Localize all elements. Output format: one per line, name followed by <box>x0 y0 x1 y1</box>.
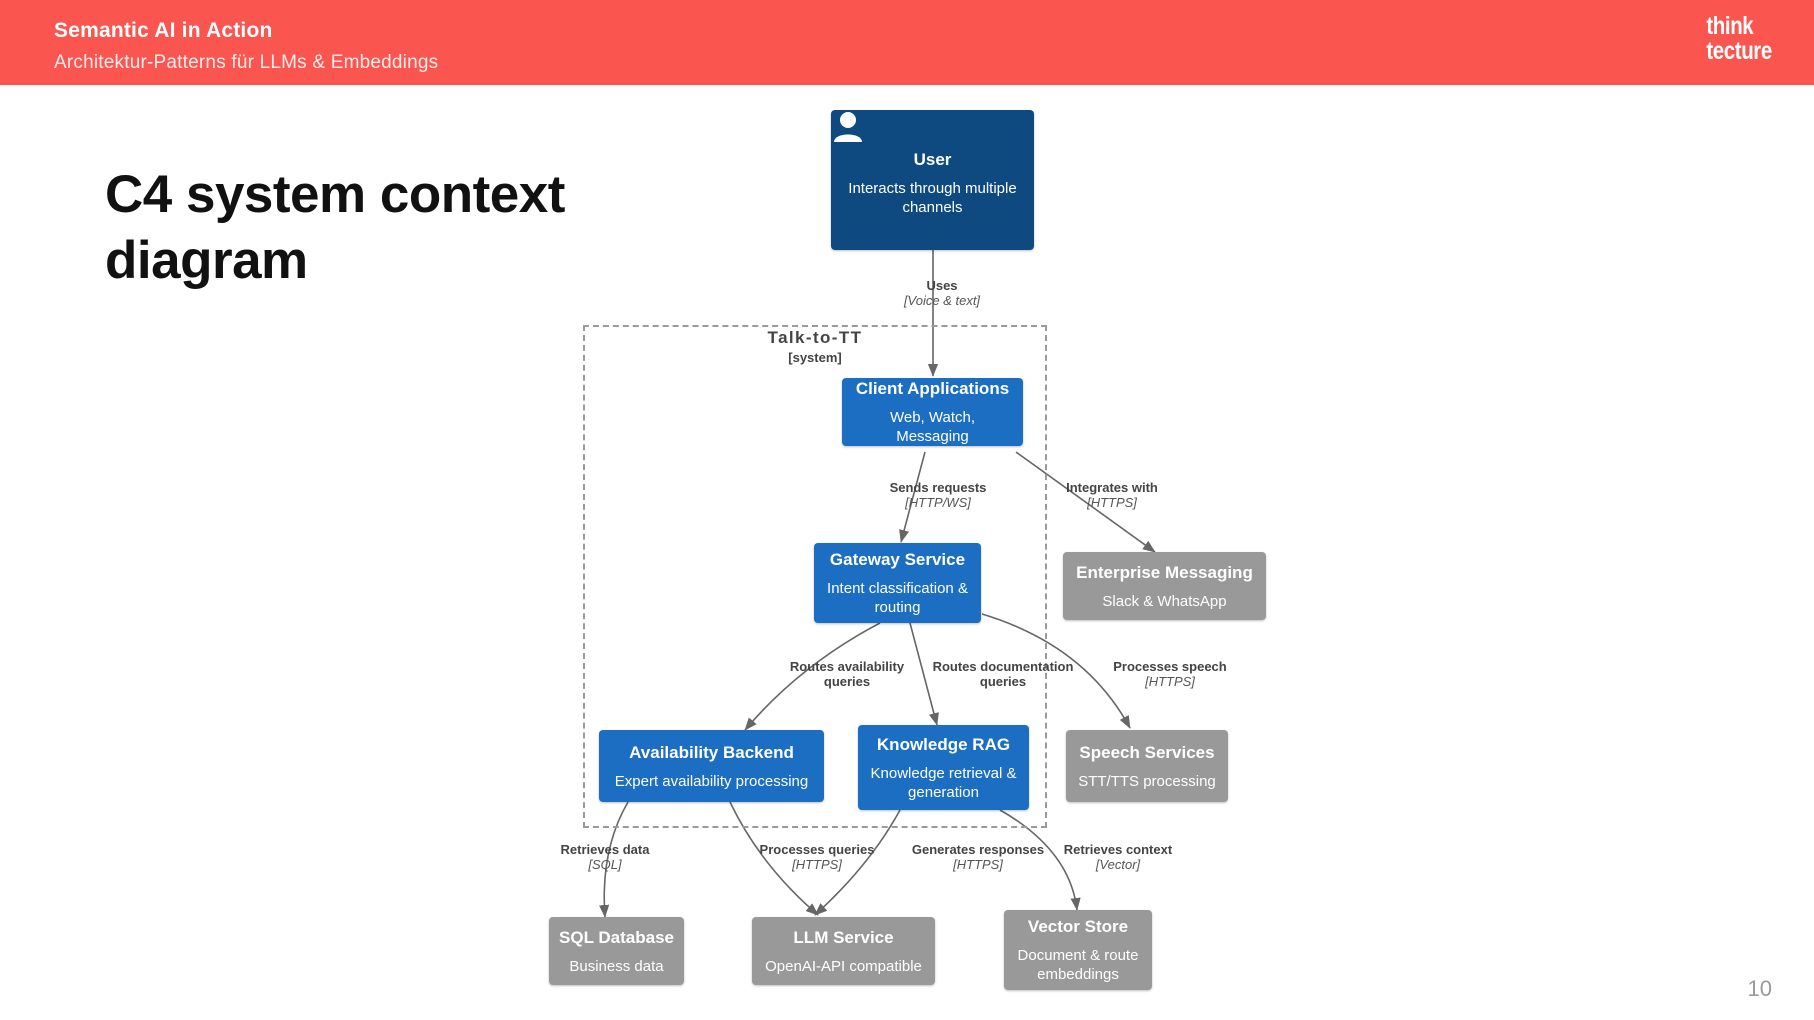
arrow-retrieves-data <box>599 801 629 918</box>
header-subtitle: Architektur-Patterns für LLMs & Embeddin… <box>54 52 439 73</box>
node-speech-services-title: Speech Services <box>1079 742 1215 762</box>
edge-label-retrieves-context-text: Retrieves context <box>1063 842 1173 857</box>
system-boundary-label: Talk-to-TT [system] <box>583 328 1047 365</box>
edge-label-sends-requests: Sends requests [HTTP/WS] <box>858 480 1018 510</box>
node-availability-backend[interactable]: Availability Backend Expert availability… <box>599 730 824 802</box>
system-boundary-talk-to-tt <box>583 325 1047 828</box>
edge-label-retrieves-context-tech: [Vector] <box>1095 857 1141 872</box>
node-enterprise-messaging-title: Enterprise Messaging <box>1076 562 1253 582</box>
node-availability-backend-title: Availability Backend <box>629 742 794 762</box>
node-knowledge-rag[interactable]: Knowledge RAG Knowledge retrieval & gene… <box>858 725 1029 810</box>
edge-label-routes-availability: Routes availability queries <box>772 659 922 689</box>
node-sql-database[interactable]: SQL Database Business data <box>549 917 684 985</box>
node-vector-store-desc: Document & route embeddings <box>1017 947 1139 983</box>
edge-label-processes-queries-tech: [HTTPS] <box>792 857 842 872</box>
arrow-routes-availability <box>744 622 881 731</box>
thinktecture-logo: think tecture <box>1706 12 1773 65</box>
node-vector-store[interactable]: Vector Store Document & route embeddings <box>1004 910 1152 990</box>
arrow-retrieves-context <box>999 809 1081 911</box>
edge-label-uses: Uses [Voice & text] <box>877 278 1007 308</box>
edge-label-processes-speech-text: Processes speech <box>1113 659 1227 674</box>
logo-line-2: tecture <box>1706 37 1773 65</box>
node-gateway-service-title: Gateway Service <box>829 550 966 569</box>
edge-label-integrates-with-text: Integrates with <box>1066 480 1158 495</box>
node-user-desc: Interacts through multiple channels <box>848 180 1017 216</box>
edge-label-retrieves-context: Retrieves context [Vector] <box>1040 842 1196 872</box>
logo-line-1: think <box>1706 12 1754 40</box>
edge-label-generates-responses-tech: [HTTPS] <box>953 857 1003 872</box>
node-enterprise-messaging-desc: Slack & WhatsApp <box>1102 592 1227 610</box>
edge-label-processes-queries: Processes queries [HTTPS] <box>742 842 892 872</box>
edge-label-processes-queries-text: Processes queries <box>759 842 875 857</box>
node-knowledge-rag-desc: Knowledge retrieval & generation <box>870 764 1017 801</box>
node-llm-service-title: LLM Service <box>793 927 894 947</box>
edge-label-processes-speech-tech: [HTTPS] <box>1145 674 1195 689</box>
arrow-generates-responses <box>814 809 901 916</box>
arrow-integrates-with <box>1015 451 1156 553</box>
node-user[interactable]: User Interacts through multiple channels <box>831 110 1034 250</box>
boundary-type: [system] <box>788 350 842 365</box>
node-sql-database-title: SQL Database <box>559 927 674 947</box>
node-sql-database-desc: Business data <box>569 957 664 975</box>
slide-header: Semantic AI in Action Architektur-Patter… <box>0 0 1814 85</box>
node-speech-services[interactable]: Speech Services STT/TTS processing <box>1066 730 1228 802</box>
edge-label-integrates-with: Integrates with [HTTPS] <box>1032 480 1192 510</box>
node-speech-services-desc: STT/TTS processing <box>1078 772 1216 790</box>
node-vector-store-title: Vector Store <box>1027 917 1129 936</box>
edge-label-routes-availability-text: Routes availability queries <box>789 659 905 689</box>
edge-label-routes-documentation-text: Routes documentation queries <box>932 659 1074 689</box>
node-gateway-service-desc: Intent classification & routing <box>827 580 968 616</box>
edge-label-sends-requests-tech: [HTTP/WS] <box>905 495 971 510</box>
node-llm-service-desc: OpenAI-API compatible <box>765 957 922 975</box>
arrow-processes-speech <box>981 613 1131 729</box>
node-gateway-service[interactable]: Gateway Service Intent classification & … <box>814 543 981 623</box>
node-client-applications[interactable]: Client Applications Web, Watch, Messagin… <box>842 378 1023 446</box>
boundary-name: Talk-to-TT <box>767 328 863 347</box>
edge-label-integrates-with-tech: [HTTPS] <box>1087 495 1137 510</box>
edge-label-generates-responses-text: Generates responses <box>911 842 1045 857</box>
node-knowledge-rag-title: Knowledge RAG <box>876 734 1011 754</box>
node-enterprise-messaging[interactable]: Enterprise Messaging Slack & WhatsApp <box>1063 552 1266 620</box>
arrow-sends-requests <box>899 451 926 543</box>
edge-label-uses-text: Uses <box>926 278 958 293</box>
page-title: C4 system context diagram <box>105 165 565 290</box>
arrow-routes-documentation <box>909 622 939 726</box>
node-client-applications-title: Client Applications <box>855 379 1010 398</box>
node-availability-backend-desc: Expert availability processing <box>614 772 809 790</box>
edge-label-sends-requests-text: Sends requests <box>889 480 987 495</box>
edge-label-processes-speech: Processes speech [HTTPS] <box>1090 659 1250 689</box>
node-client-applications-desc: Web, Watch, Messaging <box>889 409 976 445</box>
arrow-processes-queries <box>729 801 819 916</box>
page-number: 10 <box>1747 976 1772 1001</box>
edge-label-generates-responses: Generates responses [HTTPS] <box>895 842 1061 872</box>
edge-label-retrieves-data: Retrieves data [SQL] <box>530 842 680 872</box>
edge-label-retrieves-data-tech: [SQL] <box>588 857 622 872</box>
edge-label-routes-documentation: Routes documentation queries <box>925 659 1081 689</box>
header-title: Semantic AI in Action <box>54 19 273 42</box>
edge-label-retrieves-data-text: Retrieves data <box>560 842 650 857</box>
edge-label-uses-tech: [Voice & text] <box>903 293 981 308</box>
node-llm-service[interactable]: LLM Service OpenAI-API compatible <box>752 917 935 985</box>
node-user-title: User <box>913 150 952 169</box>
